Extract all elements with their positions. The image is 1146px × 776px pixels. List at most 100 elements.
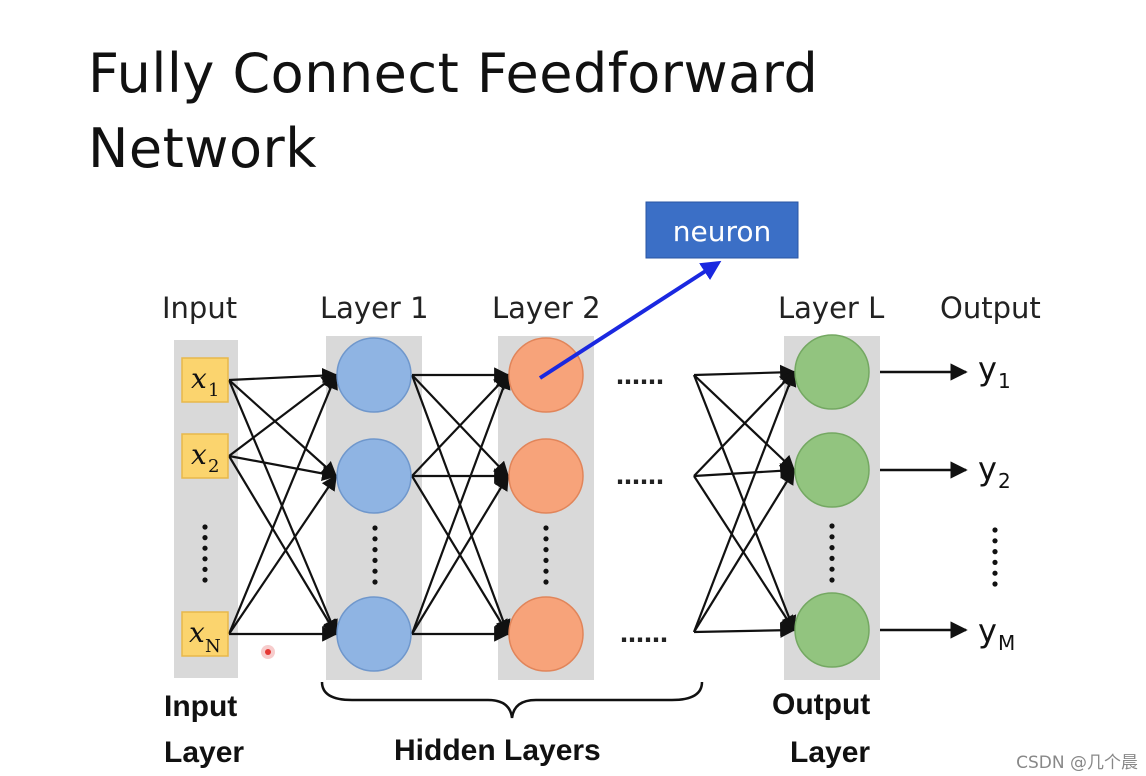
ellipsis-dot xyxy=(372,547,378,553)
input-node-2: x 2 xyxy=(181,433,229,479)
output-ym: y M xyxy=(978,612,1015,655)
ellipsis-dot xyxy=(202,545,208,551)
connection-edge xyxy=(228,454,338,482)
connection-edge xyxy=(228,474,337,635)
connection-edge xyxy=(692,370,797,633)
input-var: x xyxy=(191,362,207,395)
ellipsis-dot xyxy=(992,559,998,566)
output-y1: y 1 xyxy=(978,350,1011,393)
connection-edge xyxy=(693,370,796,477)
input-var: x xyxy=(191,438,207,471)
horizontal-ellipsis: …… xyxy=(616,462,664,490)
watermark-credit: CSDN @几个晨 xyxy=(1016,753,1138,773)
neuron xyxy=(508,438,584,514)
connection-edge xyxy=(410,373,511,635)
ellipsis-dot xyxy=(543,557,549,564)
vertical-ellipsis xyxy=(202,523,998,587)
output-layer-label-2: Layer xyxy=(790,736,870,769)
output-var: y xyxy=(978,612,997,650)
ellipsis-dot xyxy=(202,566,208,573)
header-layerL: Layer L xyxy=(778,291,884,325)
neuron-callout: neuron xyxy=(645,201,799,259)
connection-edge xyxy=(693,364,796,381)
ellipsis-dot xyxy=(829,545,835,551)
ellipsis-dot xyxy=(543,525,549,531)
input-sub: 1 xyxy=(208,380,219,401)
neuron xyxy=(336,337,412,413)
title-line-1: Fully Connect Feedforward xyxy=(88,42,819,105)
neuron-label: neuron xyxy=(673,215,772,248)
output-sub: 2 xyxy=(998,469,1011,493)
input-node-1: x 1 xyxy=(181,357,229,403)
header-layer2: Layer 2 xyxy=(492,291,601,325)
layer2-neurons xyxy=(508,337,584,672)
ellipsis-dot xyxy=(202,556,208,562)
title-line-2: Network xyxy=(88,117,317,180)
ellipsis-dot xyxy=(543,547,549,553)
hidden-layers-brace xyxy=(320,681,704,719)
neuron xyxy=(336,596,412,672)
connection-edge xyxy=(411,373,510,477)
input-node-n: x N xyxy=(181,611,229,657)
horizontal-ellipsis: …… xyxy=(616,362,664,390)
input-sub: N xyxy=(205,636,221,657)
ellipsis-dot xyxy=(372,568,378,574)
header-layer1: Layer 1 xyxy=(320,291,429,325)
ellipsis-dot xyxy=(992,527,998,533)
ellipsis-dot xyxy=(543,579,549,585)
output-y2: y 2 xyxy=(978,450,1011,493)
input-sub: 2 xyxy=(208,456,219,477)
connection-edge xyxy=(411,474,509,635)
ellipsis-dot xyxy=(992,581,998,587)
ellipsis-dot xyxy=(372,557,378,564)
input-layer-label-2: Layer xyxy=(164,736,244,769)
output-var: y xyxy=(978,350,997,388)
ellipsis-dot xyxy=(202,577,208,583)
ellipsis-dot xyxy=(992,549,998,555)
cursor-indicator xyxy=(261,645,275,659)
connection-edge xyxy=(693,468,795,633)
connections xyxy=(227,364,797,642)
header-output: Output xyxy=(940,291,1041,325)
neuron xyxy=(508,596,584,672)
neuron xyxy=(794,592,870,668)
output-layer-neurons xyxy=(794,334,870,668)
callout-arrow xyxy=(538,260,722,380)
hidden-layers-label: Hidden Layers xyxy=(394,734,601,767)
ellipsis-dot xyxy=(829,555,835,562)
ellipsis-dot xyxy=(829,566,835,572)
horizontal-ellipsis: …… xyxy=(620,620,668,648)
input-layer-label-1: Input xyxy=(164,690,237,723)
connection-edge xyxy=(228,374,338,457)
output-sub: 1 xyxy=(998,369,1011,393)
input-var: x xyxy=(189,616,205,649)
ellipsis-dot xyxy=(372,579,378,585)
connection-edge xyxy=(693,463,796,479)
output-var: y xyxy=(978,450,997,488)
output-sub: M xyxy=(998,631,1015,655)
ellipsis-dot xyxy=(372,525,378,531)
page-title: Fully Connect Feedforward Network xyxy=(88,36,818,186)
connection-edge xyxy=(228,367,338,384)
neuron xyxy=(794,334,870,410)
ellipsis-dot xyxy=(202,535,208,541)
ellipsis-dot xyxy=(829,534,835,540)
ellipsis-dot xyxy=(829,577,835,583)
neuron xyxy=(336,438,412,514)
ellipsis-dot xyxy=(829,523,835,529)
connection-edge xyxy=(228,455,337,636)
header-input: Input xyxy=(162,291,237,325)
output-layer-label-1: Output xyxy=(772,688,870,721)
connection-edge xyxy=(227,373,338,635)
ellipsis-dot xyxy=(543,536,549,542)
ellipsis-dot xyxy=(543,568,549,574)
ellipsis-dot xyxy=(372,536,378,542)
connection-edge xyxy=(228,379,338,478)
layer1-neurons xyxy=(336,337,412,672)
ellipsis-dot xyxy=(992,538,998,544)
ellipsis-dot xyxy=(992,570,998,576)
neuron xyxy=(794,432,870,508)
ellipsis-dot xyxy=(202,524,208,530)
connection-edge xyxy=(693,622,796,638)
